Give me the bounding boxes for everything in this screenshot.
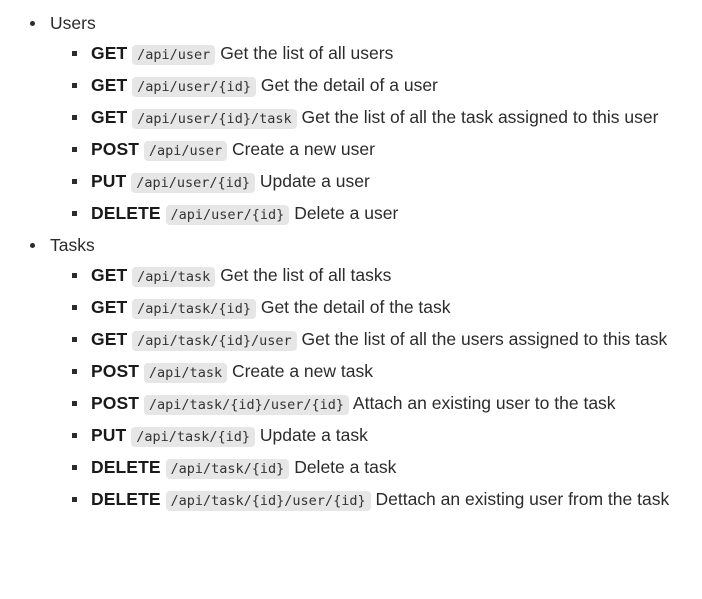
endpoint-description: Get the list of all the users assigned t…	[301, 329, 668, 349]
http-method-label: GET	[91, 297, 128, 317]
endpoint-description: Get the list of all tasks	[220, 265, 392, 285]
endpoint-description: Get the list of all the task assigned to…	[301, 107, 659, 127]
endpoint-item: GET /api/task/{id}/user Get the list of …	[50, 324, 681, 356]
endpoint-path-code: /api/user/{id}	[132, 77, 256, 97]
endpoint-description: Dettach an existing user from the task	[375, 489, 670, 509]
endpoint-path-code: /api/task/{id}	[131, 427, 255, 447]
endpoint-item: PUT /api/task/{id} Update a task	[50, 420, 681, 452]
endpoint-description: Get the detail of a user	[260, 75, 438, 95]
endpoint-group-label: Tasks	[50, 230, 702, 260]
endpoint-path-code: /api/task/{id}/user/{id}	[143, 395, 349, 415]
endpoint-description: Create a new task	[231, 361, 373, 381]
http-method-label: GET	[91, 329, 128, 349]
endpoint-item: DELETE /api/task/{id} Delete a task	[50, 452, 681, 484]
endpoint-description: Attach an existing user to the task	[352, 393, 616, 413]
endpoint-item: POST /api/task/{id}/user/{id} Attach an …	[50, 388, 681, 420]
endpoint-item: DELETE /api/user/{id} Delete a user	[50, 198, 681, 230]
endpoint-path-code: /api/task/{id}	[165, 459, 290, 479]
endpoint-description: Create a new user	[231, 139, 375, 159]
endpoint-item: POST /api/user Create a new user	[50, 134, 681, 166]
endpoint-description: Get the list of all users	[220, 43, 394, 63]
endpoint-path-code: /api/user/{id}	[165, 205, 290, 225]
endpoint-path-code: /api/user	[143, 141, 228, 161]
endpoint-path-code: /api/task/{id}	[132, 299, 256, 319]
http-method-label: GET	[91, 107, 128, 127]
endpoint-description: Delete a task	[294, 457, 397, 477]
http-method-label: POST	[91, 393, 140, 413]
http-method-label: PUT	[91, 171, 127, 191]
http-method-label: GET	[91, 75, 128, 95]
endpoint-description: Get the detail of the task	[260, 297, 451, 317]
http-method-label: PUT	[91, 425, 127, 445]
endpoint-path-code: /api/user/{id}/task	[132, 109, 297, 129]
endpoint-item: GET /api/task/{id} Get the detail of the…	[50, 292, 681, 324]
endpoint-item: PUT /api/user/{id} Update a user	[50, 166, 681, 198]
endpoint-item: DELETE /api/task/{id}/user/{id} Dettach …	[50, 484, 681, 516]
endpoint-path-code: /api/task/{id}/user/{id}	[165, 491, 371, 511]
endpoint-item: GET /api/user Get the list of all users	[50, 38, 681, 70]
endpoint-description: Update a task	[259, 425, 368, 445]
endpoint-description: Update a user	[259, 171, 370, 191]
http-method-label: DELETE	[91, 489, 161, 509]
endpoint-path-code: /api/task	[143, 363, 228, 383]
http-method-label: DELETE	[91, 203, 161, 223]
endpoint-path-code: /api/task	[132, 267, 216, 287]
endpoint-item: POST /api/task Create a new task	[50, 356, 681, 388]
http-method-label: GET	[91, 265, 128, 285]
endpoint-path-code: /api/user	[132, 45, 216, 65]
http-method-label: POST	[91, 361, 140, 381]
endpoint-description: Delete a user	[294, 203, 399, 223]
http-method-label: POST	[91, 139, 140, 159]
endpoint-item: GET /api/user/{id}/task Get the list of …	[50, 102, 681, 134]
http-method-label: DELETE	[91, 457, 161, 477]
endpoint-group-label: Users	[50, 8, 702, 38]
endpoint-path-code: /api/task/{id}/user	[132, 331, 297, 351]
http-method-label: GET	[91, 43, 128, 63]
endpoint-path-code: /api/user/{id}	[131, 173, 255, 193]
endpoint-item: GET /api/task Get the list of all tasks	[50, 260, 681, 292]
endpoint-item: GET /api/user/{id} Get the detail of a u…	[50, 70, 681, 102]
